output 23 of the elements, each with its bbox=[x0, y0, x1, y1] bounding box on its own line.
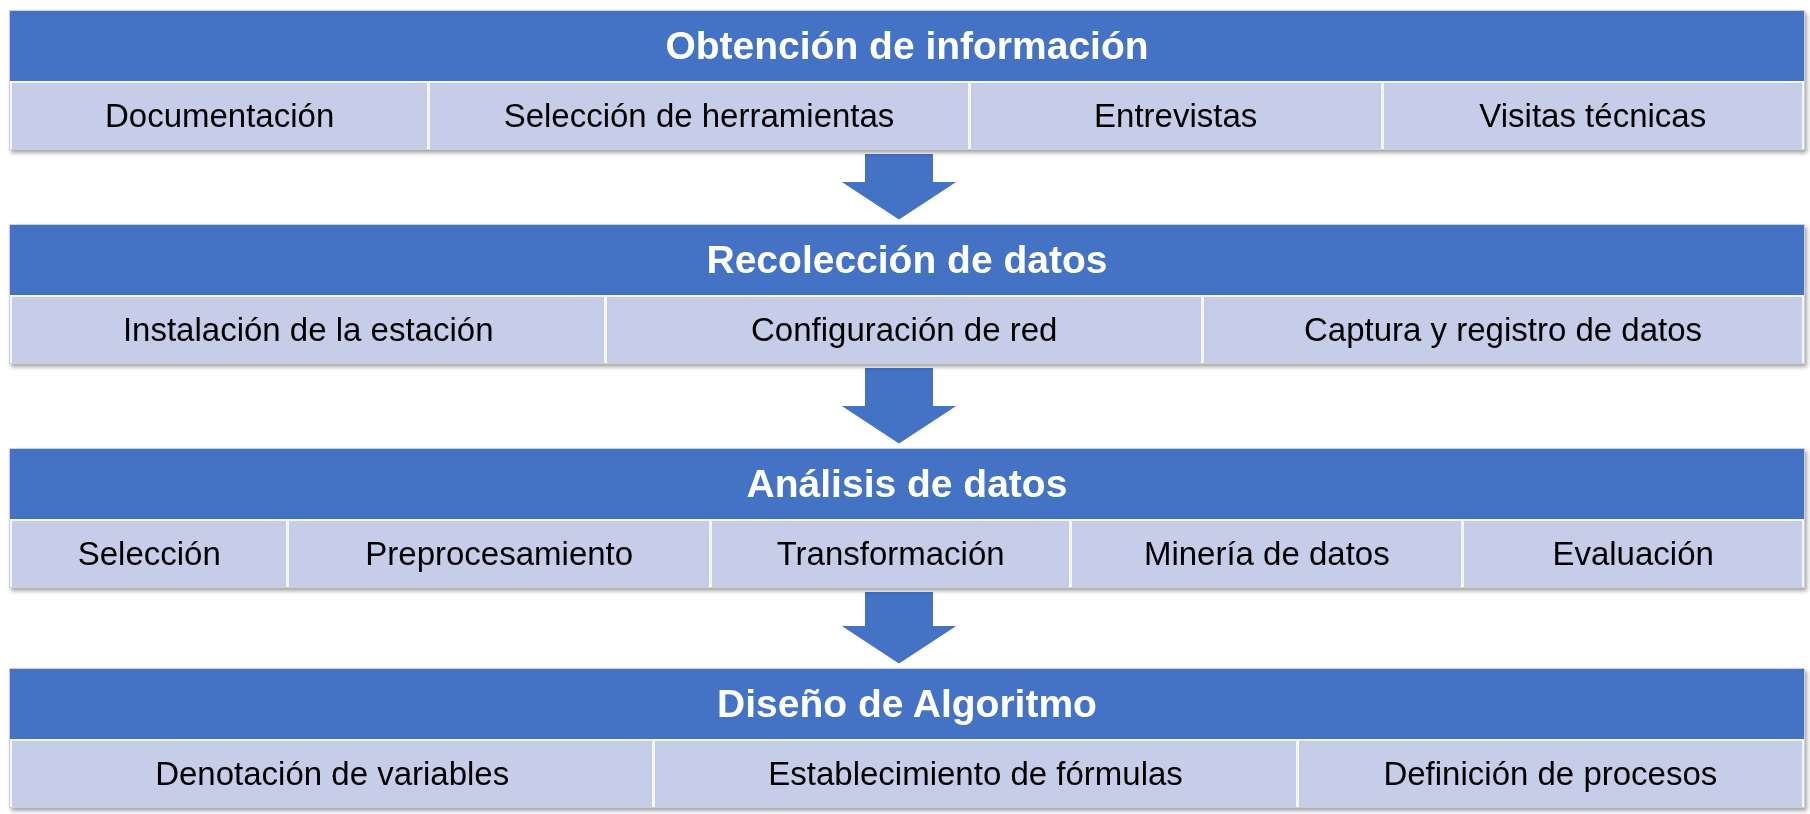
step-cell: Instalación de la estación bbox=[12, 297, 605, 363]
step-cell: Configuración de red bbox=[607, 297, 1201, 363]
step-cell: Transformación bbox=[711, 521, 1070, 587]
stage-panel bbox=[9, 448, 1805, 588]
stage-header: Diseño de Algoritmo bbox=[10, 669, 1804, 739]
stage-panel bbox=[9, 224, 1805, 364]
step-cell: Denotación de variables bbox=[12, 741, 653, 807]
stage-panel bbox=[9, 668, 1805, 808]
step-cell: Evaluación bbox=[1464, 521, 1802, 587]
step-cell: Establecimiento de fórmulas bbox=[655, 741, 1296, 807]
stage-header: Análisis de datos bbox=[10, 449, 1804, 519]
step-cell: Minería de datos bbox=[1072, 521, 1462, 587]
step-cell: Definición de procesos bbox=[1298, 741, 1802, 807]
stage-header: Obtención de información bbox=[10, 11, 1804, 81]
step-cell: Entrevistas bbox=[970, 83, 1381, 149]
stage-header: Recolección de datos bbox=[10, 225, 1804, 295]
step-cell: Visitas técnicas bbox=[1383, 83, 1802, 149]
stage-panel bbox=[9, 10, 1805, 150]
step-cell: Selección bbox=[12, 521, 287, 587]
step-cell: Selección de herramientas bbox=[430, 83, 968, 149]
step-cell: Captura y registro de datos bbox=[1204, 297, 1802, 363]
step-cell: Preprocesamiento bbox=[289, 521, 709, 587]
step-cell: Documentación bbox=[12, 83, 428, 149]
